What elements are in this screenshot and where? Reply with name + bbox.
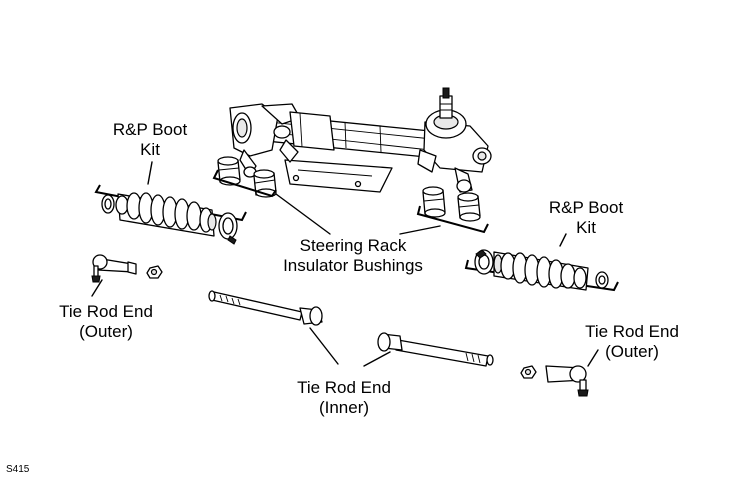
bushing-bracket-right — [416, 205, 489, 234]
label-line: Insulator Bushings — [283, 256, 423, 275]
steering-rack-assembly — [229, 87, 492, 193]
label-line: Kit — [140, 140, 160, 159]
bushing-right-2 — [457, 192, 481, 222]
label-line: Tie Rod End — [297, 378, 391, 397]
tie-rod-inner-right — [363, 332, 494, 367]
bushing-right-1 — [422, 186, 446, 218]
label-tie-rod-outer-right: Tie Rod End (Outer) — [582, 322, 682, 362]
label-boot-kit-right: R&P Boot Kit — [540, 198, 632, 238]
label-line: Tie Rod End — [585, 322, 679, 341]
label-line: (Inner) — [318, 398, 370, 417]
tie-rod-outer-right — [520, 349, 599, 397]
label-tie-rod-outer-left: Tie Rod End (Outer) — [56, 302, 156, 342]
bushing-left-2 — [253, 169, 277, 198]
label-line: Tie Rod End — [59, 302, 153, 321]
reference-code: S415 — [6, 464, 30, 475]
label-line: Steering Rack — [299, 236, 407, 255]
label-insulator-bushings: Steering Rack Insulator Bushings — [278, 236, 428, 276]
label-tie-rod-inner: Tie Rod End (Inner) — [294, 378, 394, 418]
tie-rod-outer-left — [91, 254, 163, 297]
label-line: (Outer) — [79, 322, 133, 341]
insulator-bushings — [212, 156, 489, 235]
boot-kit-right — [464, 233, 619, 292]
label-line: R&P Boot — [112, 120, 188, 139]
bushing-left-1 — [217, 156, 241, 186]
boot-kit-left — [94, 161, 247, 245]
tie-rod-inner-left — [208, 290, 339, 365]
label-line: R&P Boot — [548, 198, 624, 217]
bushing-bracket-left — [212, 169, 277, 198]
label-boot-kit-left: R&P Boot Kit — [104, 120, 196, 160]
label-line: Kit — [576, 218, 596, 237]
label-line: (Outer) — [605, 342, 659, 361]
bushing-leader-right — [399, 225, 441, 235]
bushing-leader-left — [275, 193, 331, 235]
